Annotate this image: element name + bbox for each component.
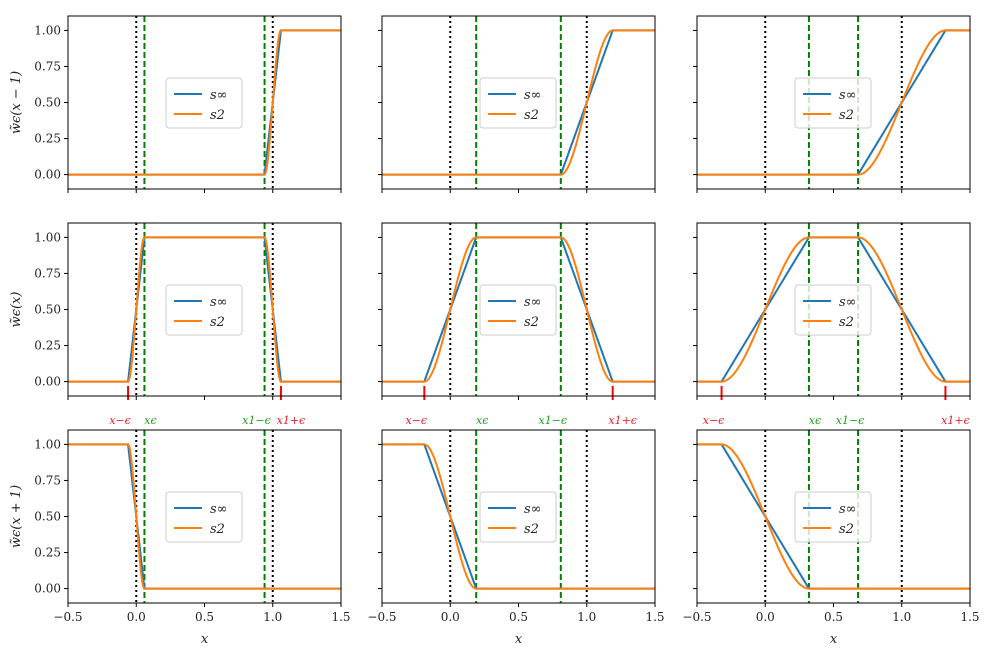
x-tick-label: 0.5 bbox=[509, 610, 528, 624]
series-s-2-line bbox=[697, 443, 970, 590]
marker-label-x-1-plus-eps: x1+ϵ bbox=[608, 414, 637, 427]
legend-label-s-inf: s∞ bbox=[839, 502, 857, 517]
legend-box bbox=[479, 491, 557, 543]
series-s-2-line bbox=[382, 236, 655, 383]
x-axis-label: x bbox=[201, 632, 209, 647]
legend-label-s-2: s2 bbox=[839, 108, 854, 123]
legend-label-s-inf: s∞ bbox=[210, 295, 228, 310]
x-tick-label: 1.5 bbox=[960, 610, 979, 624]
subplot-r3-c1: 0.00 0.25 0.50 0.75 1.00 −0.5 0.0 0.5 1.0 1.5 x s∞ s… bbox=[34, 429, 351, 647]
legend-box bbox=[794, 491, 872, 543]
marker-label-x-eps: xϵ bbox=[809, 414, 821, 427]
marker-label-x-1-plus-eps: x1+ϵ bbox=[941, 414, 970, 427]
legend-label-s-inf: s∞ bbox=[524, 502, 542, 517]
x-tick-label: 0.5 bbox=[195, 610, 214, 624]
y-axis-label-row-2: w̃ϵ(x) bbox=[9, 292, 24, 328]
subplot-r1-c2: s∞ s2 bbox=[378, 15, 656, 193]
legend-label-s-inf: s∞ bbox=[839, 88, 857, 103]
legend-label-s-2: s2 bbox=[210, 522, 225, 537]
legend-box bbox=[165, 77, 243, 129]
y-tick-label: 0.75 bbox=[34, 266, 61, 280]
x-tick-label: 0.0 bbox=[127, 610, 146, 624]
marker-label-x-1-plus-eps: x1+ϵ bbox=[277, 414, 306, 427]
y-tick-label: 1.00 bbox=[34, 437, 61, 451]
series-s-2-line bbox=[68, 29, 341, 176]
legend-label-s-inf: s∞ bbox=[524, 88, 542, 103]
y-tick-label: 0.00 bbox=[34, 582, 61, 596]
y-tick-label: 0.75 bbox=[34, 59, 61, 73]
subplot-r1-c1: 0.00 0.25 0.50 0.75 1.00 s∞ s2 bbox=[34, 15, 342, 193]
y-tick-label: 0.75 bbox=[34, 473, 61, 487]
y-tick-label: 1.00 bbox=[34, 23, 61, 37]
marker-label-x-minus-eps: x−ϵ bbox=[109, 414, 131, 427]
legend-box bbox=[165, 284, 243, 336]
legend-label-s-2: s2 bbox=[839, 315, 854, 330]
x-tick-label: 0.0 bbox=[441, 610, 460, 624]
legend-label-s-2: s2 bbox=[210, 315, 225, 330]
marker-label-x-1-minus-eps: x1−ϵ bbox=[242, 414, 271, 427]
y-tick-label: 0.25 bbox=[34, 132, 61, 146]
x-tick-label: −0.5 bbox=[367, 610, 396, 624]
marker-label-x-1-minus-eps: x1−ϵ bbox=[539, 414, 568, 427]
y-tick-label: 0.50 bbox=[34, 510, 61, 524]
x-tick-label: −0.5 bbox=[682, 610, 711, 624]
x-tick-label: 1.0 bbox=[892, 610, 911, 624]
marker-label-x-eps: xϵ bbox=[144, 414, 156, 427]
x-tick-label: 0.5 bbox=[824, 610, 843, 624]
subplot-r2-c3: x−ϵ xϵ x1−ϵ x1+ϵ s∞ s2 bbox=[693, 222, 971, 427]
series-s-2-line bbox=[382, 29, 655, 176]
legend-label-s-inf: s∞ bbox=[210, 502, 228, 517]
series-s-2-line bbox=[697, 236, 970, 383]
legend-label-s-2: s2 bbox=[839, 522, 854, 537]
legend-box bbox=[794, 284, 872, 336]
x-tick-label: 1.0 bbox=[577, 610, 596, 624]
x-axis-label: x bbox=[830, 632, 838, 647]
legend-label-s-2: s2 bbox=[210, 108, 225, 123]
legend-box bbox=[794, 77, 872, 129]
y-axis-label-row-3: w̃ϵ(x + 1) bbox=[9, 485, 24, 548]
legend-box bbox=[479, 284, 557, 336]
subplot-r3-c3: −0.5 0.0 0.5 1.0 1.5 x s∞ s2 bbox=[682, 429, 980, 647]
legend-box bbox=[165, 491, 243, 543]
marker-label-x-minus-eps: x−ϵ bbox=[703, 414, 725, 427]
y-tick-label: 0.00 bbox=[34, 375, 61, 389]
y-tick-label: 0.00 bbox=[34, 168, 61, 182]
y-tick-label: 0.50 bbox=[34, 96, 61, 110]
legend-label-s-2: s2 bbox=[524, 315, 539, 330]
subplot-r3-c2: −0.5 0.0 0.5 1.0 1.5 x s∞ s2 bbox=[367, 429, 665, 647]
marker-label-x-eps: xϵ bbox=[476, 414, 488, 427]
subplot-r1-c3: s∞ s2 bbox=[693, 15, 971, 193]
legend-label-s-2: s2 bbox=[524, 522, 539, 537]
x-axis-label: x bbox=[515, 632, 523, 647]
y-axis-label-row-1: w̃ϵ(x − 1) bbox=[9, 71, 24, 134]
x-tick-label: 1.5 bbox=[645, 610, 664, 624]
x-tick-label: −0.5 bbox=[53, 610, 82, 624]
series-s-2-line bbox=[68, 443, 341, 590]
series-s-2-line bbox=[697, 29, 970, 176]
marker-label-x-1-minus-eps: x1−ϵ bbox=[836, 414, 865, 427]
subplot-r2-c2: x−ϵ xϵ x1−ϵ x1+ϵ s∞ s2 bbox=[378, 222, 656, 427]
y-tick-label: 0.50 bbox=[34, 303, 61, 317]
legend-box bbox=[479, 77, 557, 129]
legend-label-s-inf: s∞ bbox=[210, 88, 228, 103]
x-tick-label: 1.0 bbox=[263, 610, 282, 624]
legend-label-s-inf: s∞ bbox=[524, 295, 542, 310]
x-tick-label: 1.5 bbox=[331, 610, 350, 624]
y-tick-label: 0.25 bbox=[34, 546, 61, 560]
series-s-2-line bbox=[382, 443, 655, 590]
subplot-r2-c1: 0.00 0.25 0.50 0.75 1.00 x−ϵ xϵ x1−ϵ x1+ϵ s∞ s2 bbox=[34, 222, 342, 427]
legend-label-s-2: s2 bbox=[524, 108, 539, 123]
marker-label-x-minus-eps: x−ϵ bbox=[406, 414, 428, 427]
x-tick-label: 0.0 bbox=[756, 610, 775, 624]
series-s-2-line bbox=[68, 236, 341, 383]
y-tick-label: 1.00 bbox=[34, 230, 61, 244]
legend-label-s-inf: s∞ bbox=[839, 295, 857, 310]
y-tick-label: 0.25 bbox=[34, 339, 61, 353]
